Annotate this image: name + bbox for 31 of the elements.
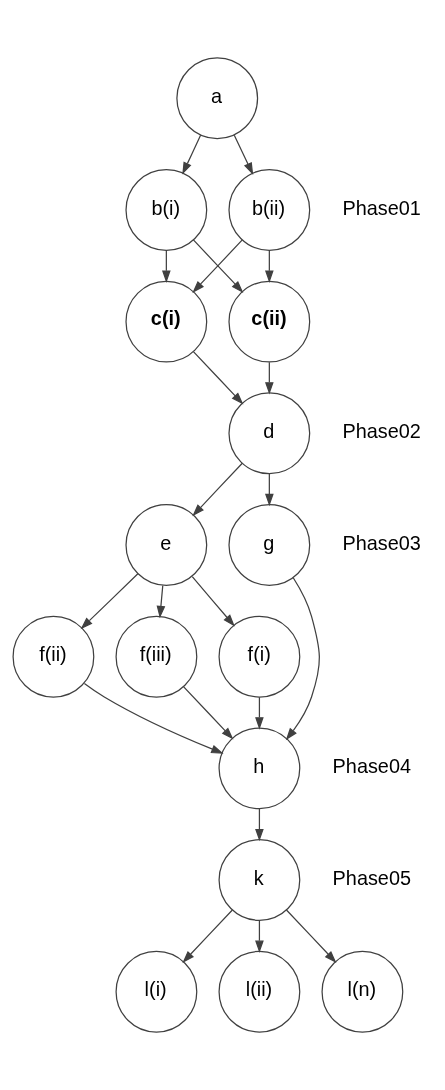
- arrow: [182, 686, 234, 740]
- node-circle: b(ii): [228, 169, 311, 251]
- arrow: [265, 361, 274, 395]
- arrow: [255, 808, 264, 842]
- node-circle: f(iii): [115, 615, 198, 698]
- node-circle: a: [176, 57, 259, 140]
- arrow: [192, 350, 244, 405]
- node-circle: l(ii): [218, 950, 301, 1033]
- node-circle: g: [228, 504, 311, 586]
- arrow: [191, 576, 235, 627]
- arrow: [255, 696, 264, 730]
- node-circle: b(i): [125, 169, 208, 251]
- arrow: [285, 577, 320, 741]
- arrow: [83, 682, 224, 754]
- arrow: [80, 573, 139, 630]
- arrow: [265, 250, 274, 283]
- arrow: [255, 920, 264, 953]
- arrow: [182, 134, 202, 175]
- label: Phase01: [342, 196, 421, 219]
- label: Phase04: [332, 755, 411, 778]
- label: Phase03: [342, 531, 421, 554]
- arrow: [156, 585, 166, 619]
- arrow: [182, 909, 233, 963]
- arrow: [192, 462, 243, 517]
- label: Phase05: [332, 866, 411, 889]
- arrow: [265, 473, 274, 507]
- node-circle: k: [218, 839, 301, 921]
- arrow: [285, 909, 337, 963]
- arrow: [162, 250, 171, 283]
- label: Phase02: [342, 420, 421, 443]
- arrow: [233, 134, 254, 175]
